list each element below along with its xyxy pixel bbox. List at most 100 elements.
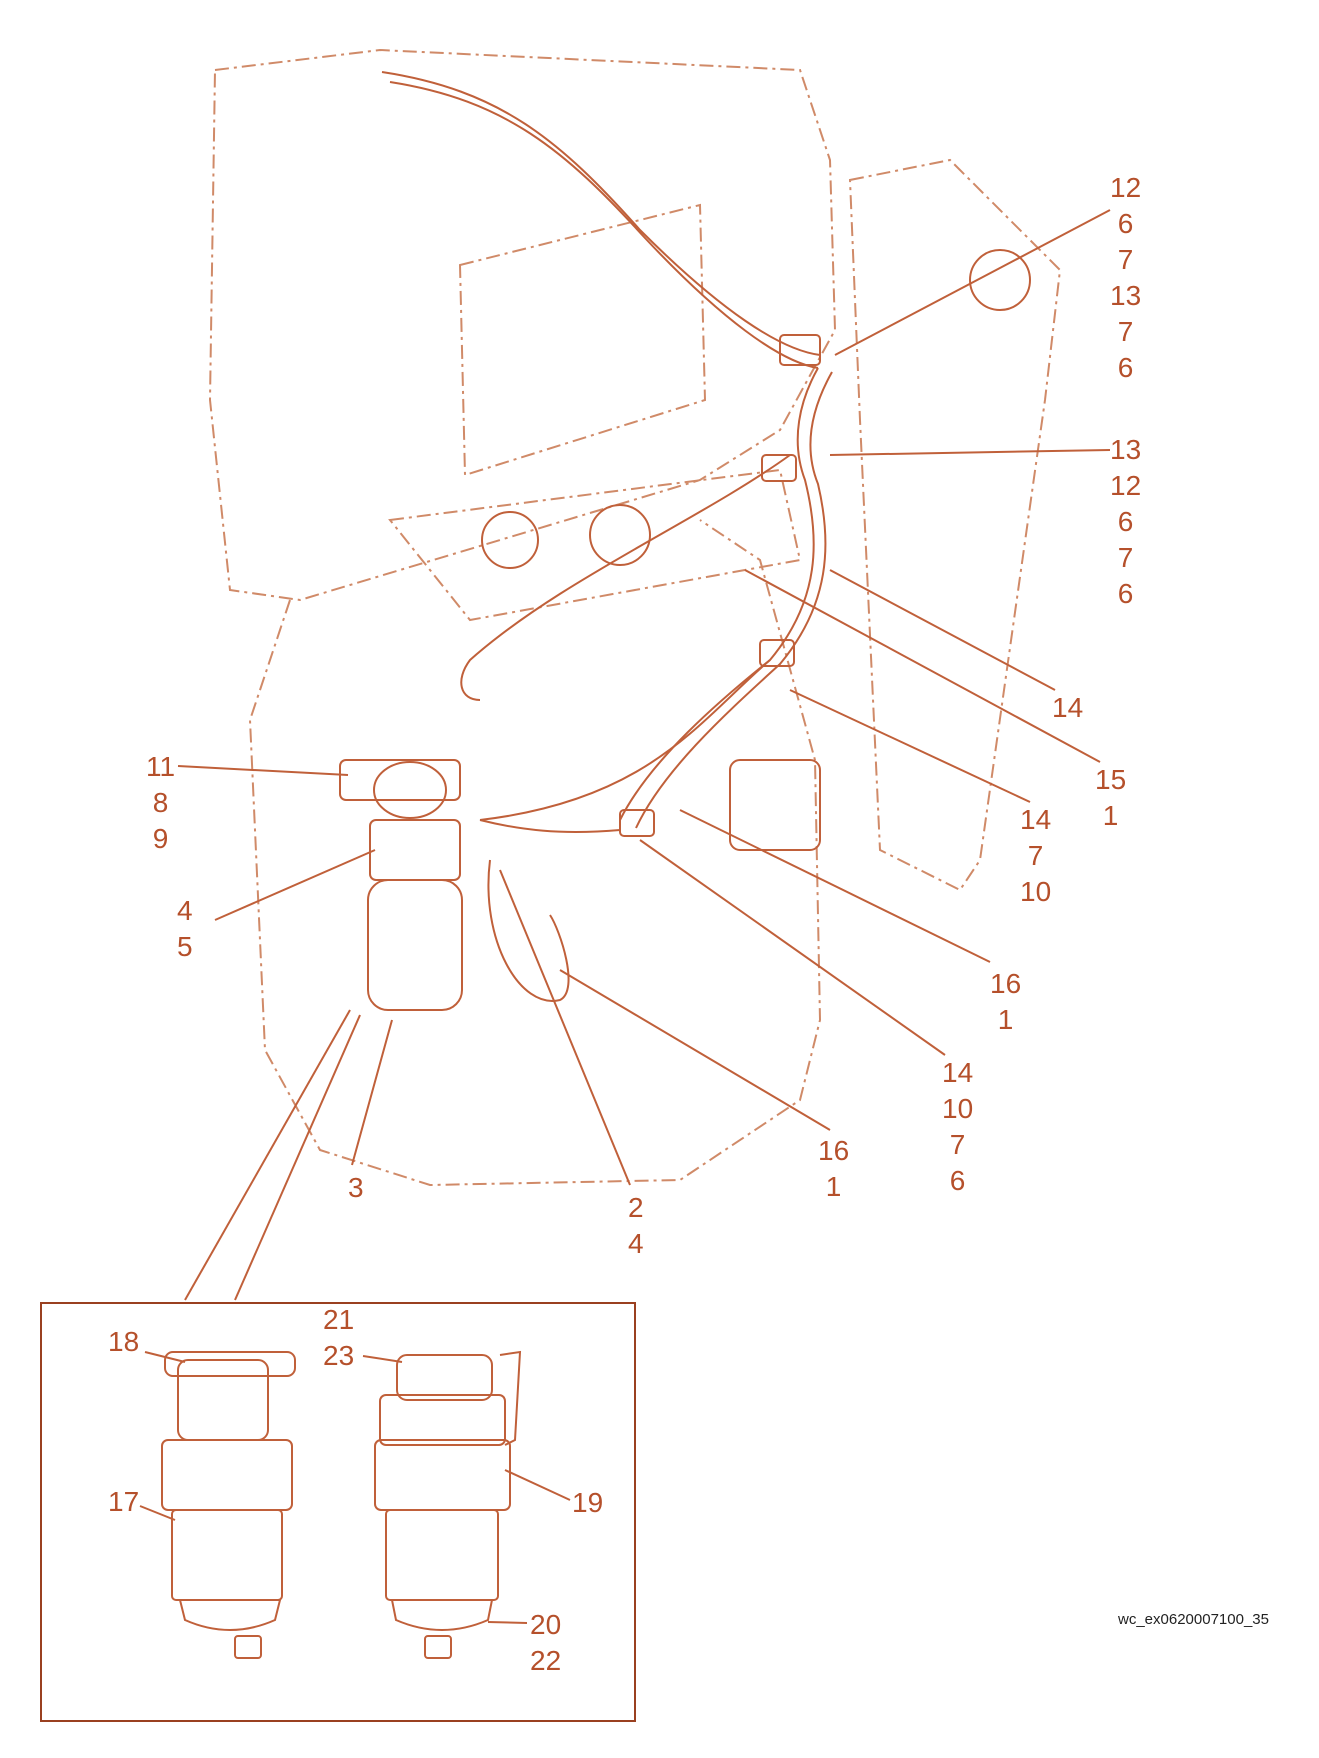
callout-14: 14 (1052, 690, 1083, 726)
callout-label: 15 (1095, 764, 1127, 795)
callout-label: 7 (1117, 244, 1134, 275)
detail-filter-right-drain (424, 1635, 452, 1659)
leader-c2 (829, 449, 1111, 456)
injection-pump (729, 759, 821, 851)
leader-c4 (744, 569, 1101, 763)
leader-d2 (362, 1355, 403, 1363)
callout-4-5: 4 5 (177, 893, 193, 965)
callout-label: 13 (1110, 280, 1142, 311)
return-line-upper-b (389, 81, 819, 369)
components (339, 71, 1031, 1011)
return-line-upper-a (381, 71, 821, 356)
detail-inset-box (40, 1302, 636, 1722)
leader-c11 (214, 849, 376, 921)
callout-20-22: 20 22 (530, 1607, 561, 1679)
leader-c12 (177, 765, 349, 776)
callout-label: 6 (949, 1165, 966, 1196)
callout-label: 5 (177, 931, 193, 962)
callout-18: 18 (108, 1324, 139, 1360)
detail-filter-right-head (379, 1394, 506, 1446)
callout-label: 22 (530, 1645, 562, 1676)
callout-11-8-9: 11 8 9 (146, 749, 175, 857)
callout-label: 6 (1117, 578, 1134, 609)
callout-label: 19 (572, 1487, 604, 1518)
leader-c8 (559, 969, 831, 1131)
callout-label: 10 (1020, 876, 1052, 907)
callout-label: 20 (530, 1609, 562, 1640)
callout-label: 10 (942, 1093, 974, 1124)
detail-filters (161, 1350, 522, 1659)
filter-head (369, 819, 461, 881)
callout-label: 16 (990, 968, 1022, 999)
leader-d4 (504, 1469, 571, 1501)
detail-filter-left-bracket (164, 1351, 296, 1377)
callout-label: 3 (348, 1172, 364, 1203)
engine-block-lower-outline (248, 519, 822, 1187)
cylinder-head-outline (388, 468, 802, 622)
callout-label: 13 (1110, 434, 1142, 465)
leader-d1 (144, 1351, 186, 1363)
clamp-pump (619, 809, 655, 837)
filter-bowl (367, 879, 463, 1011)
callout-label: 21 (323, 1304, 355, 1335)
callout-label: 12 (1110, 172, 1142, 203)
callout-12-6-7-13-7-6: 12 6 7 13 7 6 (1110, 170, 1141, 386)
callout-3: 3 (348, 1170, 364, 1206)
callout-label: 9 (152, 823, 169, 854)
callout-14-10-7-6: 14 10 7 6 (942, 1055, 973, 1199)
callout-label: 7 (1027, 840, 1044, 871)
callout-label: 4 (628, 1228, 644, 1259)
callout-label: 14 (942, 1057, 974, 1088)
callout-label: 11 (146, 751, 176, 782)
callout-label: 7 (1117, 542, 1134, 573)
return-line-right (619, 367, 819, 821)
leader-c1 (834, 209, 1111, 356)
injector-leakoff-line (460, 454, 791, 701)
callout-15-1: 15 1 (1095, 762, 1126, 834)
detail-filter-right-bowl (390, 1599, 494, 1631)
leader-c7 (639, 839, 946, 1056)
engine-block-upper-outline (208, 48, 837, 602)
cap-left (481, 511, 539, 569)
leader-d5 (487, 1621, 528, 1624)
callout-16-1-lower: 16 1 (818, 1133, 849, 1205)
callout-label: 6 (1117, 208, 1134, 239)
callout-label: 6 (1117, 506, 1134, 537)
clamp-middle (761, 454, 797, 482)
callout-label: 14 (1020, 804, 1052, 835)
callout-label: 1 (997, 1004, 1014, 1035)
callout-label: 17 (108, 1486, 140, 1517)
detail-filter-left-bowl (178, 1599, 282, 1631)
callout-16-1-upper: 16 1 (990, 966, 1021, 1038)
clamp-lower (759, 639, 795, 667)
supply-line-mid (479, 659, 771, 821)
callout-label: 7 (1117, 316, 1134, 347)
leader-c5 (789, 689, 1031, 803)
callout-label: 6 (1117, 352, 1134, 383)
callout-label: 23 (323, 1340, 355, 1371)
callout-17: 17 (108, 1484, 139, 1520)
filter-loop-line (487, 859, 570, 1002)
detail-filter-right-cap (396, 1354, 493, 1401)
detail-filter-left-drain (234, 1635, 262, 1659)
cap-middle (589, 504, 651, 566)
filter-head-bracket (339, 759, 461, 801)
callout-label: 1 (1102, 800, 1119, 831)
callout-label: 2 (628, 1192, 644, 1223)
callout-label: 12 (1110, 470, 1142, 501)
leader-detail-a (184, 1009, 351, 1301)
callout-label: 8 (152, 787, 169, 818)
leader-c3 (829, 569, 1056, 691)
callout-label: 7 (949, 1129, 966, 1160)
return-line-right-b (635, 371, 833, 829)
leader-c6 (679, 809, 991, 963)
radiator-cap (969, 249, 1031, 311)
figure-reference-code: wc_ex0620007100_35 (1118, 1611, 1269, 1628)
filter-cap (373, 761, 447, 819)
callout-label: 16 (818, 1135, 850, 1166)
leader-lines (177, 209, 1111, 1301)
callout-14-7-10: 14 7 10 (1020, 802, 1051, 910)
callout-label: 1 (825, 1171, 842, 1202)
leader-c9 (499, 869, 631, 1186)
